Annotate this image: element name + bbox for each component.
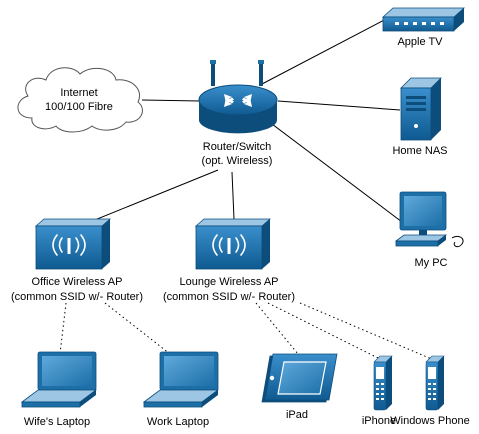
link-router-home-nas [277,100,401,111]
internet-label-line2: 100/100 Fibre [45,101,113,113]
link-internet-router [141,99,201,102]
cloud-icon [17,67,143,133]
wired-links [74,17,403,229]
home-nas-node[interactable]: Home NAS [392,77,448,157]
ipad-label: iPad [286,409,308,421]
iphone-node[interactable]: iPhone [362,355,396,427]
my-pc-node[interactable]: My PC [394,191,464,269]
wlink-lounge-windows-phone [299,302,435,361]
windows-phone-label: Windows Phone [390,415,470,427]
wifes-laptop-node[interactable]: Wife's Laptop [20,351,98,428]
router-label-line1: Router/Switch [203,141,271,153]
wireless-ap-icon [194,218,272,270]
wifes-laptop-label: Wife's Laptop [24,416,90,428]
router-icon [198,60,278,134]
wlink-lounge-ipad [255,302,299,355]
internet-label-line1: Internet [60,87,97,99]
internet-node[interactable]: Internet 100/100 Fibre [17,67,143,133]
laptop-icon [20,351,98,408]
office-ap-node[interactable]: Office Wireless AP (common SSID w/- Rout… [11,218,143,303]
link-router-office-ap [74,169,219,229]
router-node[interactable]: Router/Switch (opt. Wireless) [198,60,278,167]
lounge-ap-node[interactable]: Lounge Wireless AP (common SSID w/- Rout… [163,218,295,303]
my-pc-label: My PC [415,257,448,269]
office-ap-label-line1: Office Wireless AP [32,276,123,288]
wlink-office-work-laptop [104,302,171,355]
desktop-pc-icon [394,191,464,248]
iphone-label: iPhone [362,415,396,427]
link-router-apple-tv [261,17,389,85]
apple-tv-node[interactable]: Apple TV [381,7,466,48]
mobile-phone-icon [425,355,445,411]
wlink-lounge-iphone [267,302,383,361]
set-top-box-icon [381,7,466,32]
office-ap-label-line2: (common SSID w/- Router) [11,291,143,303]
link-router-my-pc [263,117,403,223]
wireless-ap-icon [34,218,112,270]
server-icon [400,77,442,141]
work-laptop-label: Work Laptop [147,416,209,428]
apple-tv-label: Apple TV [397,36,443,48]
wlink-office-wifes-laptop [59,302,67,355]
router-label-line2: (opt. Wireless) [202,155,273,167]
windows-phone-node[interactable]: Windows Phone [390,355,470,427]
link-router-lounge-ap [231,171,235,220]
ipad-node[interactable]: iPad [261,353,338,421]
lounge-ap-label-line2: (common SSID w/- Router) [163,291,295,303]
wireless-links [59,302,435,361]
work-laptop-node[interactable]: Work Laptop [142,351,220,428]
laptop-icon [142,351,220,408]
lounge-ap-label-line1: Lounge Wireless AP [179,276,278,288]
home-nas-label: Home NAS [392,145,447,157]
tablet-icon [261,353,338,403]
mobile-phone-icon [373,355,393,411]
